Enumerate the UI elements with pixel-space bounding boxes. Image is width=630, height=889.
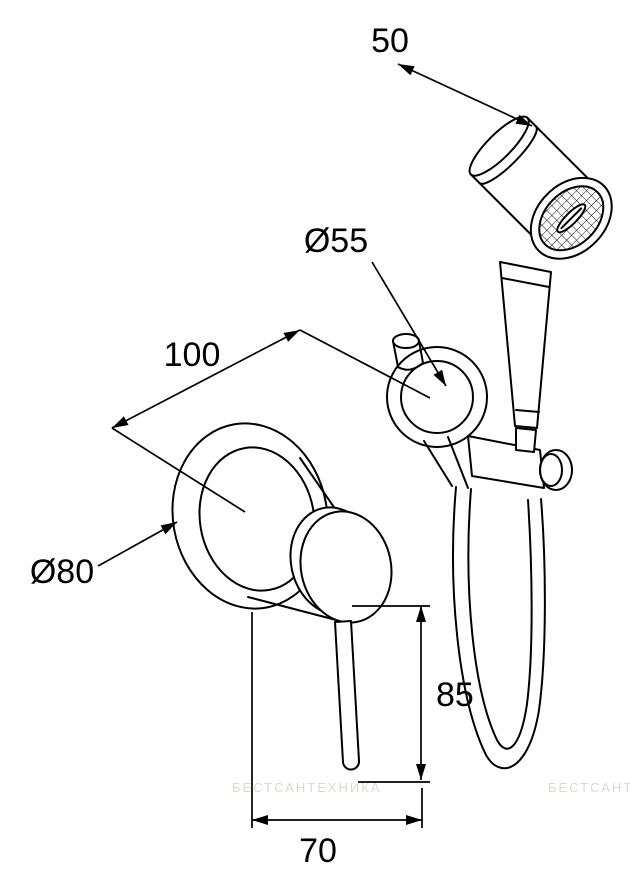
nipple-top bbox=[392, 333, 420, 349]
head-top-cap bbox=[468, 115, 530, 177]
nipple-bottom bbox=[397, 362, 424, 371]
dimension-70: 70 bbox=[251, 612, 423, 870]
hose-connector bbox=[423, 440, 453, 487]
dim-label-70: 70 bbox=[299, 832, 337, 870]
hose-connector bbox=[447, 436, 469, 489]
leader-line bbox=[371, 261, 447, 387]
dimension-o55: Ø55 bbox=[304, 222, 447, 387]
outlet-nipple bbox=[392, 333, 424, 371]
arrowhead bbox=[112, 416, 129, 428]
dimension-o80: Ø80 bbox=[30, 521, 178, 591]
hand-shower bbox=[468, 115, 613, 453]
arrowhead bbox=[160, 522, 177, 535]
dim-label-o55: Ø55 bbox=[304, 222, 368, 260]
handle-joint-line bbox=[501, 277, 550, 288]
arrowhead bbox=[398, 64, 415, 76]
extension-line bbox=[111, 427, 246, 513]
dimension-100: 100 bbox=[111, 329, 431, 513]
arrowhead bbox=[406, 815, 422, 825]
dimension-85: 85 bbox=[352, 605, 474, 783]
dim-line bbox=[111, 329, 301, 429]
head-neck-line bbox=[478, 125, 538, 185]
dim-line bbox=[397, 63, 533, 127]
mixer-cap-face bbox=[299, 510, 393, 624]
mixer-body-top-edge bbox=[299, 457, 339, 514]
dim-label-100: 100 bbox=[164, 336, 221, 374]
hose bbox=[452, 486, 546, 770]
dim-label-85: 85 bbox=[436, 676, 474, 714]
arrowhead bbox=[283, 330, 300, 342]
arrowhead bbox=[433, 369, 446, 386]
arrowhead bbox=[416, 764, 426, 780]
dim-label-50: 50 bbox=[371, 22, 409, 60]
concealed-mixer bbox=[171, 422, 393, 771]
watermark-text: БЕСТСАНТЕХНИКА bbox=[548, 780, 630, 795]
arrowhead bbox=[515, 114, 532, 126]
mixer-body-bottom-edge bbox=[247, 596, 341, 622]
watermark-text: БЕСТСАНТЕХНИКА bbox=[232, 780, 382, 795]
shower-head bbox=[468, 115, 613, 260]
spray-slot-line bbox=[560, 207, 583, 230]
outlet-flange-inner bbox=[400, 360, 474, 434]
hose-outer-edge bbox=[452, 486, 546, 770]
dim-label-o80: Ø80 bbox=[30, 553, 94, 591]
head-side bbox=[469, 173, 539, 242]
nipple-side bbox=[418, 340, 424, 364]
handle-connector-stub bbox=[515, 427, 537, 453]
holder-knob-face bbox=[539, 453, 563, 487]
mixer-escutcheon-inner bbox=[198, 446, 316, 592]
head-side bbox=[526, 116, 595, 186]
nipple-side bbox=[392, 340, 399, 368]
handle-body bbox=[499, 261, 552, 429]
handle-joint-line bbox=[515, 409, 540, 413]
dimension-50: 50 bbox=[371, 22, 533, 127]
arrowhead bbox=[252, 815, 268, 825]
hose-inner-edge bbox=[467, 488, 533, 750]
wall-outlet-assembly bbox=[386, 333, 573, 770]
extension-line bbox=[299, 329, 431, 399]
arrowhead bbox=[416, 606, 426, 622]
shower-handle bbox=[499, 261, 552, 453]
mixer-lever bbox=[334, 620, 360, 771]
